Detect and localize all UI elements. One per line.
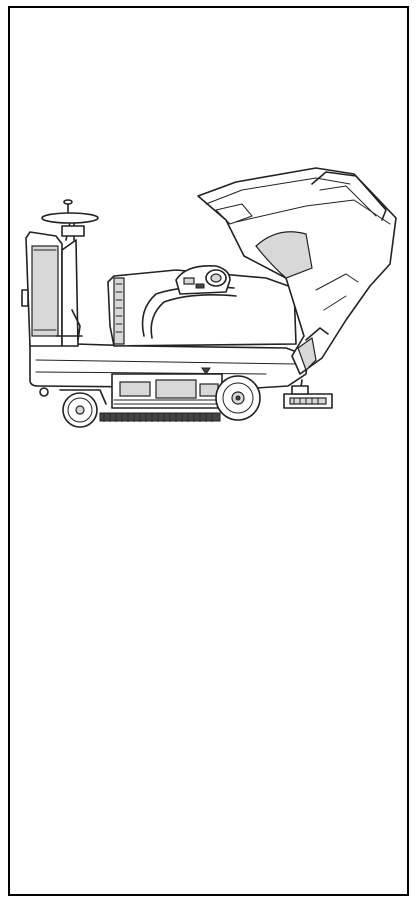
- steering-wheel: [41, 212, 99, 224]
- squeegee: [283, 379, 333, 409]
- page-frame: [8, 6, 409, 896]
- control-dial: [175, 264, 231, 295]
- brush-bristles: [99, 412, 221, 422]
- brush-deck: [111, 367, 223, 409]
- rear-wheel: [215, 375, 261, 421]
- steering-column: [61, 239, 79, 347]
- machine-diagram: [16, 160, 410, 432]
- floor-scrubber-ride-on-icon: [21, 167, 397, 428]
- front-wheel: [59, 389, 107, 428]
